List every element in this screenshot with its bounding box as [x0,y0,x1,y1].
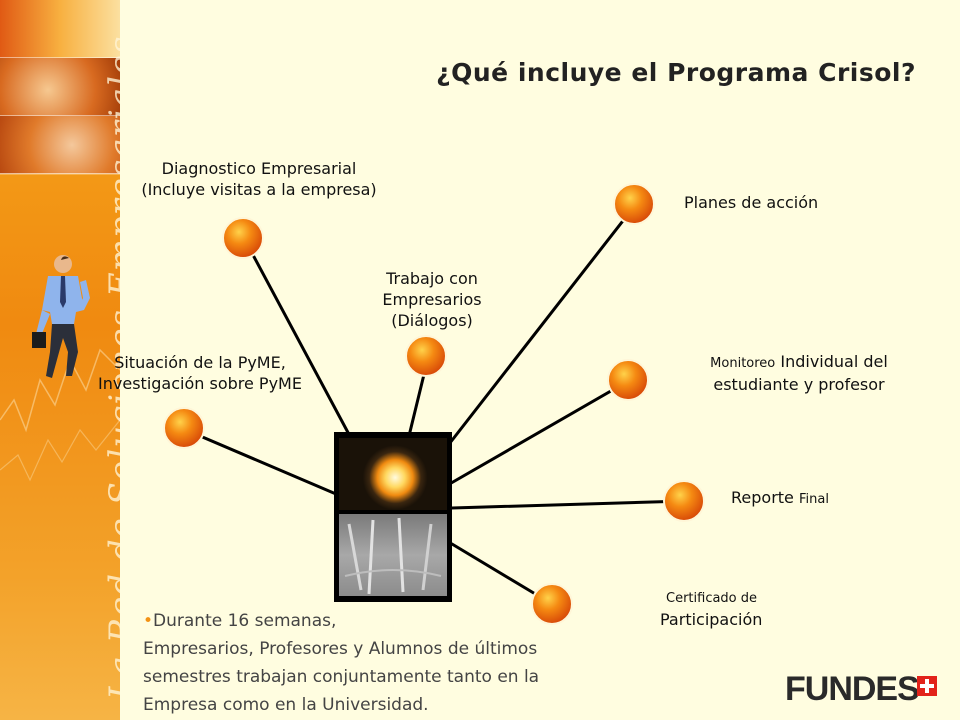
label-certificado: Certificado de Participación [660,591,763,629]
sidebar-decoration: La Red de Soluciones Empresariales [0,0,120,720]
connector-line-situacion [184,428,338,496]
label-reporte: Reporte Final [731,488,829,507]
label-trabajo: Trabajo con Empresarios (Diálogos) [382,269,482,330]
businessman-figure [28,252,98,386]
glass-image [339,514,447,596]
label-diagnostico: Diagnostico Empresarial (Incluye visitas… [141,159,377,199]
node-ball-trabajo [405,335,447,377]
node-ball-monitoreo [607,359,649,401]
crucible-image [334,432,452,602]
label-situacion: Situación de la PyME, Investigación sobr… [98,353,302,393]
swiss-cross-icon [917,676,937,696]
connector-line-reporte [450,499,688,510]
bullet-glyph: • [143,611,154,631]
connector-line-diagnostico [243,238,354,442]
sidebar-photo-document [0,0,120,58]
fundes-logo: FUNDES [785,670,920,708]
connector-line-planes [444,202,638,450]
flame-image [339,438,447,510]
sidebar-photo-face [0,58,120,116]
node-ball-situacion [163,407,205,449]
node-ball-certificado [531,583,573,625]
sidebar-graph-lines [0,173,120,482]
label-monitoreo: Monitoreo Individual del estudiante y pr… [710,352,888,394]
connector-line-monitoreo [444,378,632,488]
node-ball-diagnostico [222,217,264,259]
node-ball-reporte [663,480,705,522]
node-ball-planes [613,183,655,225]
label-planes: Planes de acción [684,193,819,212]
program-description: •Durante 16 semanas, Empresarios, Profes… [143,611,540,715]
page-title: ¿Qué incluye el Programa Crisol? [436,58,916,87]
connector-lines [184,202,688,606]
